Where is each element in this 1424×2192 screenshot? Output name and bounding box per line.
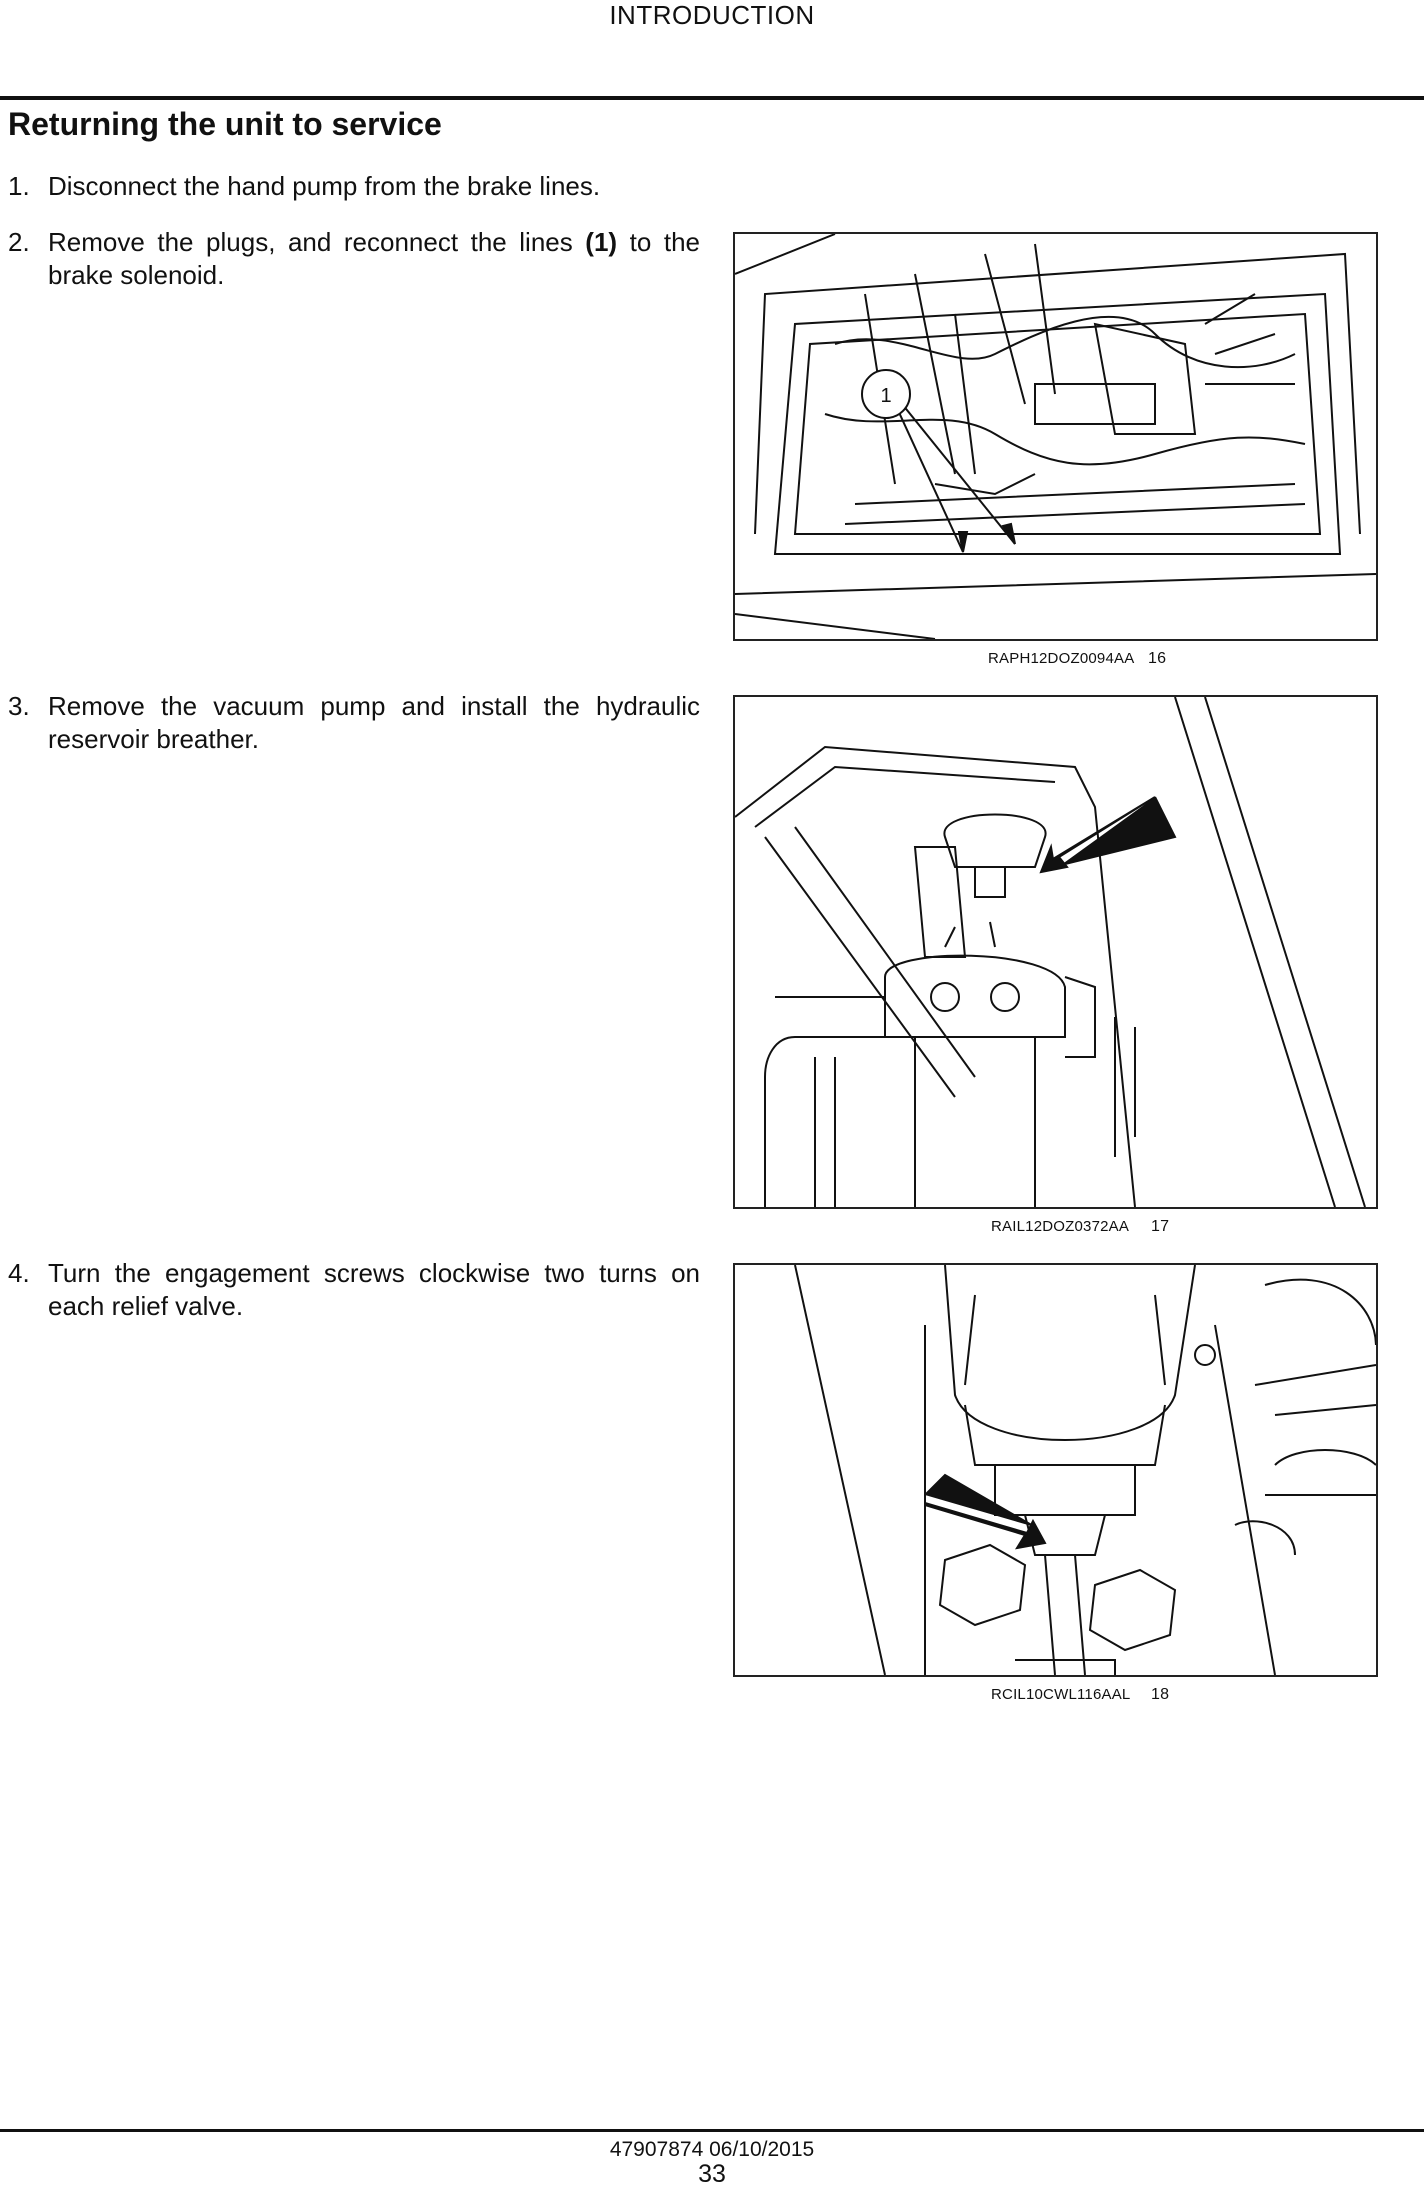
- figure-number: 18: [1151, 1686, 1170, 1703]
- reservoir-breather-line-drawing: [735, 697, 1366, 1207]
- header-rule: [0, 96, 1424, 100]
- section-heading: Returning the unit to service: [8, 106, 442, 142]
- step-2: 2. Remove the plugs, and reconnect the l…: [8, 226, 700, 292]
- step-number: 2.: [8, 227, 30, 257]
- step-text: Remove the plugs, and reconnect the line…: [48, 226, 700, 292]
- step-1: 1. Disconnect the hand pump from the bra…: [8, 170, 700, 203]
- figure-16-caption: RAPH12DOZ0094AA 16: [988, 650, 1166, 667]
- step-number: 3.: [8, 691, 30, 721]
- figure-code: RAIL12DOZ0372AA: [991, 1218, 1130, 1235]
- step-text-part: Remove the plugs, and reconnect the line…: [48, 227, 586, 257]
- footer-document-number: 47907874 06/10/2015: [609, 2138, 815, 2161]
- callout-circle: [861, 369, 911, 419]
- step-text: Disconnect the hand pump from the brake …: [48, 171, 601, 201]
- step-number: 1.: [8, 171, 30, 201]
- footer-page-number: 33: [698, 2160, 726, 2188]
- footer-rule: [0, 2129, 1424, 2132]
- callout-reference: (1): [585, 227, 618, 257]
- figure-callout-number: 1: [880, 385, 891, 407]
- relief-valve-line-drawing: [794, 1265, 1376, 1675]
- step-text: Turn the engagement screws clockwise two…: [48, 1258, 700, 1321]
- step-3: 3. Remove the vacuum pump and install th…: [8, 690, 700, 756]
- figure-18-relief-valve-illustration: [733, 1263, 1378, 1677]
- figure-17-reservoir-breather-illustration: [733, 695, 1378, 1209]
- figure-code: RAPH12DOZ0094AA: [988, 650, 1135, 667]
- step-4: 4. Turn the engagement screws clockwise …: [8, 1257, 700, 1323]
- step-text-part: to the brake solenoid.: [48, 227, 700, 290]
- figure-number: 17: [1151, 1218, 1170, 1235]
- figure-18-caption: RCIL10CWL116AAL 18: [991, 1686, 1169, 1703]
- figure-code: RCIL10CWL116AAL: [991, 1686, 1131, 1703]
- step-text: Remove the vacuum pump and install the h…: [48, 691, 700, 754]
- figure-number: 16: [1148, 650, 1167, 667]
- brake-solenoid-line-drawing: 1: [735, 234, 1376, 639]
- arrow-icon: [1039, 796, 1156, 874]
- figure-16-brake-solenoid-illustration: 1: [733, 232, 1378, 641]
- step-number: 4.: [8, 1258, 30, 1288]
- figure-17-caption: RAIL12DOZ0372AA 17: [991, 1218, 1169, 1235]
- page-header-title: INTRODUCTION: [609, 0, 815, 30]
- arrow-icon: [924, 1501, 1047, 1550]
